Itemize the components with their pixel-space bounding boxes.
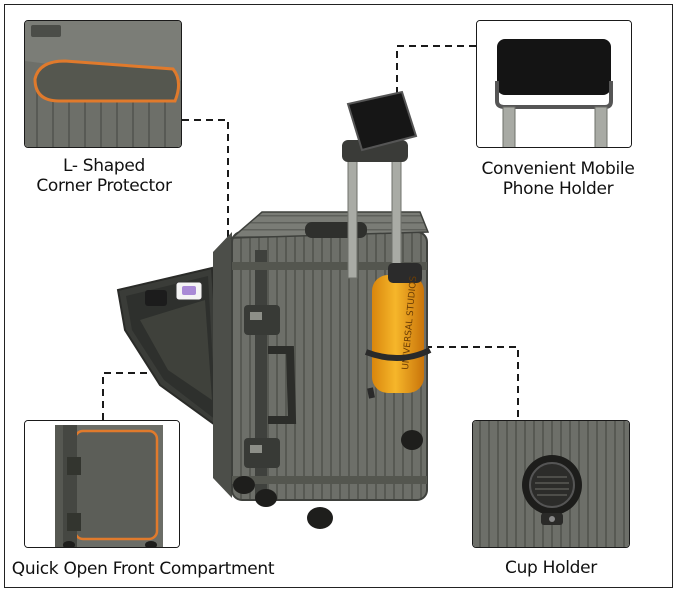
front-compartment-inset [24,420,180,548]
leader-lines [102,45,519,420]
phone-holder-image [477,21,631,147]
corner-protector-label: L- Shaped Corner Protector [14,156,194,196]
cup-holder-inset [472,420,630,548]
front-compartment-label: Quick Open Front Compartment [11,559,275,579]
phone-holder-line2: Phone Holder [502,179,614,199]
corner-protector-line2: Corner Protector [36,176,172,196]
corner-protector-line1: L- Shaped [62,156,146,176]
cup-holder-label: Cup Holder [505,558,597,578]
cup-holder-image [473,421,629,547]
front-compartment-image [25,421,179,547]
phone-holder-line1: Convenient Mobile [481,159,635,179]
phone-holder-inset [476,20,632,148]
corner-protector-image [25,21,181,147]
phone-holder-label: Convenient Mobile Phone Holder [468,159,648,199]
corner-protector-inset [24,20,182,148]
